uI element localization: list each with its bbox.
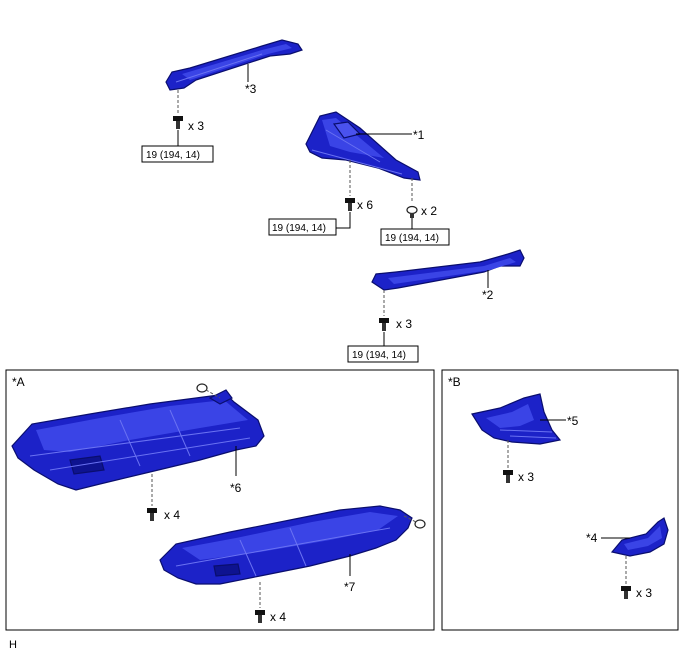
torque-value-1: 19 (194, 14) bbox=[146, 150, 200, 161]
qty-bolt-part-3: x 3 bbox=[188, 119, 204, 133]
brace-part-3 bbox=[165, 39, 303, 91]
panel-a-frame bbox=[5, 369, 435, 631]
torque-box-3 bbox=[380, 228, 450, 246]
label-part-2: *2 bbox=[482, 288, 494, 302]
nut-icon bbox=[414, 519, 426, 529]
label-part-4: *4 bbox=[586, 531, 598, 545]
nut-icon bbox=[196, 383, 208, 393]
brace-part-2 bbox=[371, 249, 525, 291]
splash-shield-part-5 bbox=[471, 393, 562, 445]
qty-bolt-part-6: x 4 bbox=[164, 508, 180, 522]
torque-box-1 bbox=[141, 145, 214, 163]
label-part-6: *6 bbox=[230, 481, 242, 495]
leader-torque-2 bbox=[336, 212, 351, 229]
torque-value-4: 19 (194, 14) bbox=[352, 350, 406, 361]
qty-bolt-part-5: x 3 bbox=[518, 470, 534, 484]
bolt-icon bbox=[379, 318, 389, 331]
label-part-7: *7 bbox=[344, 580, 356, 594]
panel-b-label: *B bbox=[448, 375, 461, 389]
corner-code: H bbox=[9, 639, 17, 651]
torque-value-2: 19 (194, 14) bbox=[272, 223, 326, 234]
label-part-5: *5 bbox=[567, 414, 579, 428]
bolt-icon bbox=[621, 586, 631, 599]
qty-nut-part-1: x 2 bbox=[421, 204, 437, 218]
label-part-3: *3 bbox=[245, 82, 257, 96]
qty-bolt-part-2: x 3 bbox=[396, 317, 412, 331]
panel-a-label: *A bbox=[12, 375, 25, 389]
crossmember-part-1 bbox=[305, 111, 421, 181]
bolt-icon bbox=[147, 508, 157, 521]
label-part-1: *1 bbox=[413, 128, 425, 142]
under-cover-part-6 bbox=[11, 389, 265, 491]
bolt-icon bbox=[345, 198, 355, 211]
bolt-icon bbox=[255, 610, 265, 623]
bolt-icon bbox=[173, 116, 183, 129]
qty-bolt-part-4: x 3 bbox=[636, 586, 652, 600]
qty-bolt-part-7: x 4 bbox=[270, 610, 286, 624]
dash-line-part-7-nut bbox=[403, 515, 417, 523]
qty-bolt-part-1: x 6 bbox=[357, 198, 373, 212]
under-cover-part-7 bbox=[159, 505, 413, 585]
dash-line-part-6-nut bbox=[205, 389, 221, 399]
torque-box-4 bbox=[347, 345, 419, 363]
torque-box-2 bbox=[268, 218, 337, 236]
bolt-icon bbox=[503, 470, 513, 483]
torque-value-3: 19 (194, 14) bbox=[385, 233, 439, 244]
splash-shield-part-4 bbox=[610, 517, 669, 557]
panel-b-frame bbox=[441, 369, 679, 631]
nut-icon bbox=[406, 205, 418, 218]
